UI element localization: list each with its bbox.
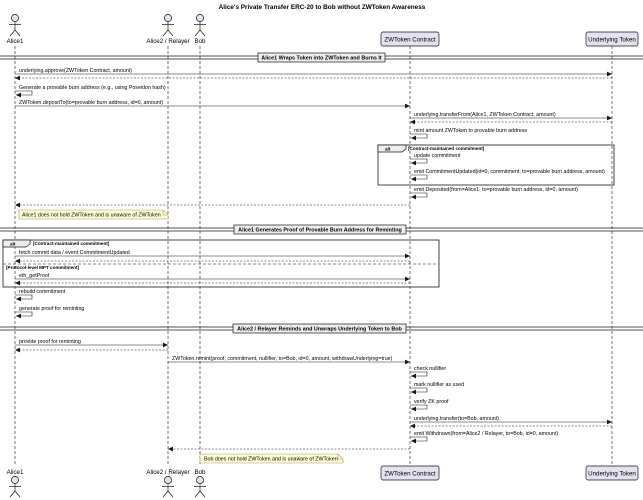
- separator-3: [0, 323, 643, 334]
- participant-bob-top: [194, 14, 206, 37]
- msg-underlying-transfer: underlying.transfer(to=Bob, amount): [414, 416, 499, 422]
- participant-relayer-label-bottom: Alice2 / Relayer: [146, 469, 189, 476]
- separator-3-label: Alice2 / Relayer Reminds and Unwraps Und…: [237, 327, 402, 333]
- participant-underlying-box-top: [585, 31, 639, 47]
- arrow-rebuild-commitment: [15, 294, 33, 302]
- msg-remint: ZWToken.remint(proof, commitment, nullif…: [172, 356, 393, 362]
- msg-mark-nullifier: mark nullifier as used: [414, 382, 464, 388]
- msg-mint: mint amount ZWToken to provable burn add…: [414, 128, 527, 134]
- participant-alice1-bottom: [9, 476, 21, 498]
- arrow-generate-proof: [15, 311, 33, 319]
- msg-deposited: emit Deposited(from=Alice1, to=provable …: [414, 187, 578, 193]
- msg-deposit-to: ZWToken.depositTo(to=provable burn addre…: [19, 100, 163, 106]
- msg-check-nullifier: check nullifier: [414, 366, 446, 372]
- separator-2-label: Alice1 Generates Proof of Provable Burn …: [238, 228, 402, 234]
- arrow-deposited: [410, 192, 428, 200]
- participant-underlying-label-bottom: Underlying Token: [588, 470, 636, 477]
- alt-frame-2-condition-b: [Protocol-level MPT commitment]: [6, 265, 79, 270]
- msg-rebuild-commitment: rebuild commitment: [19, 289, 66, 295]
- note-bob: [199, 453, 344, 464]
- arrow-withdrawn: [410, 436, 428, 444]
- arrow-generate-burn-address: [15, 90, 33, 98]
- arrow-check-nullifier: [410, 371, 428, 379]
- participant-bob-label-bottom: Bob: [194, 469, 206, 476]
- participant-alice1-label-top: Alice1: [7, 38, 24, 45]
- msg-update-commitment: update commitment: [414, 153, 461, 159]
- alt-frame-2: [2, 239, 440, 288]
- msg-withdrawn: emit Withdrawn(from=Alice2 / Relayer, to…: [414, 431, 558, 437]
- participant-zwtoken-label-bottom: ZWToken Contract: [384, 470, 436, 477]
- participant-relayer-label-top: Alice2 / Relayer: [146, 38, 189, 45]
- participant-underlying-label-top: Underlying Token: [588, 36, 636, 43]
- msg-eth-getproof: eth_getProof: [19, 273, 50, 279]
- msg-verify-proof: verify ZK proof: [414, 399, 449, 405]
- participant-alice1-label-bottom: Alice1: [7, 469, 24, 476]
- participant-zwtoken-box-top: [380, 31, 440, 47]
- separator-1: [0, 52, 643, 63]
- arrows: [15, 71, 612, 208]
- separator-1-label: Alice1 Wraps Token into ZWToken and Burn…: [261, 56, 382, 62]
- arrow-mark-nullifier: [410, 387, 428, 395]
- alt-frame-1: [377, 144, 615, 186]
- msg-fetch-commit: fetch commit data / event CommitmentUpda…: [19, 250, 130, 256]
- participant-relayer-top: [162, 14, 174, 37]
- participant-underlying-box-bottom: [585, 465, 639, 481]
- participant-zwtoken-box-bottom: [380, 465, 440, 481]
- msg-provide-proof: provide proof for reminting: [19, 339, 81, 345]
- alt-frame-2-keyword: alt: [10, 242, 16, 247]
- msg-generate-proof: generate proof for reminting: [19, 306, 84, 312]
- msg-approve: underlying.approve(ZWToken Contract, amo…: [19, 68, 132, 74]
- msg-generate-burn-address: Generate a provable burn address (e.g., …: [19, 85, 166, 91]
- alt-frame-1-keyword: alt: [385, 147, 391, 152]
- participant-bob-bottom: [194, 476, 206, 498]
- participant-bob-label-top: Bob: [194, 38, 206, 45]
- msg-transfer-from: underlying.transferFrom(Alice1, ZWToken …: [414, 112, 556, 118]
- diagram-title: Alice's Private Transfer ERC-20 to Bob w…: [219, 4, 426, 11]
- note-alice1-text: Alice1 does not hold ZWToken and is unaw…: [22, 213, 161, 219]
- alt-frame-1-condition: [Contract-maintained commitment]: [408, 146, 485, 151]
- arrows-section-3: [15, 342, 612, 452]
- participant-relayer-bottom: [162, 476, 174, 498]
- alt-frame-2-condition-a: [Contract-maintained commitment]: [33, 241, 110, 246]
- note-bob-text: Bob does not hold ZWToken and is unaware…: [204, 457, 338, 463]
- arrow-mint: [410, 133, 428, 141]
- arrow-commitment-updated: [410, 174, 428, 182]
- separator-2: [0, 224, 643, 235]
- msg-commitment-updated: emit CommitmentUpdated(id=0, commitment,…: [414, 169, 605, 175]
- arrow-verify-proof: [410, 404, 428, 412]
- arrow-update-commitment: [410, 158, 428, 166]
- arrows-section-2: [15, 253, 410, 319]
- participant-zwtoken-label-top: ZWToken Contract: [384, 36, 436, 43]
- note-alice1: [18, 209, 169, 220]
- participant-alice1-top: [9, 14, 21, 37]
